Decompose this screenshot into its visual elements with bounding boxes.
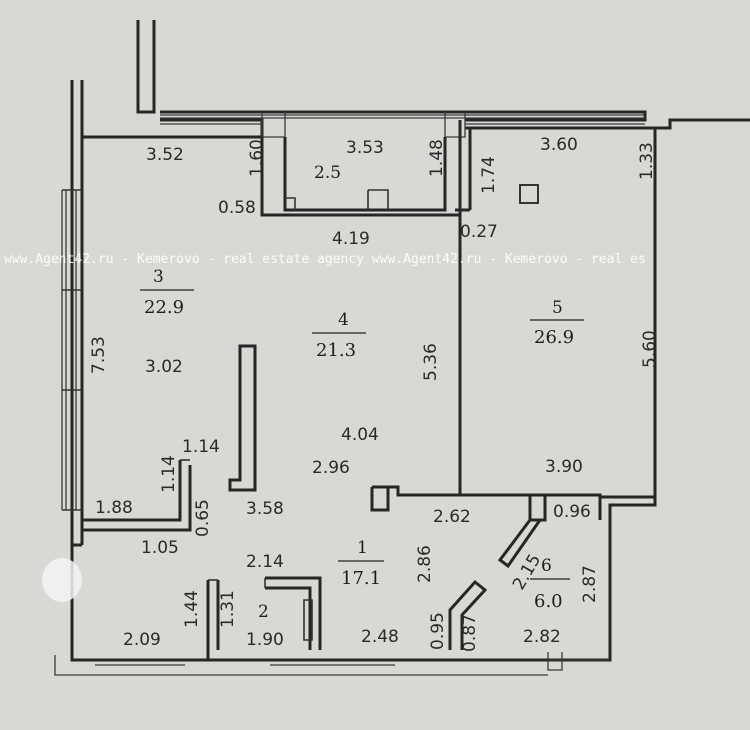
room-area: 6.0 (534, 591, 563, 612)
dimension: 1.33 (637, 142, 657, 180)
room-number: 5 (552, 298, 563, 318)
dimension: 0.27 (460, 222, 498, 242)
dimension: 1.74 (479, 156, 499, 194)
dimension: 3.60 (540, 135, 578, 155)
dimension: 1.14 (182, 437, 220, 457)
dimension: 1.88 (95, 498, 133, 518)
room-number: 2.5 (314, 163, 341, 183)
left-windows (61, 189, 82, 511)
dimension: 3.53 (346, 138, 384, 158)
dimension: 2.48 (361, 627, 399, 647)
top-window-strip (160, 112, 645, 138)
dimension: 4.19 (332, 229, 370, 249)
dimension: 2.62 (433, 507, 471, 527)
dimension: 1.48 (427, 139, 447, 177)
room-area: 21.3 (316, 340, 356, 361)
dimension: 0.87 (460, 614, 480, 652)
dimension: 0.96 (553, 502, 591, 522)
room-number: 2 (258, 602, 269, 622)
room-number: 1 (357, 538, 368, 558)
room-labels: 3 22.9 4 21.3 5 26.9 1 17.1 6 6.0 2 2.5 (140, 163, 584, 622)
dimension: 0.58 (218, 198, 256, 218)
dimension: 1.05 (141, 538, 179, 558)
dimension: 3.58 (246, 499, 284, 519)
dimension: 1.44 (182, 590, 202, 628)
ventilation-shaft (519, 184, 539, 204)
dimension: 0.95 (428, 612, 448, 650)
photo-glare (42, 558, 82, 602)
dimension: 2.09 (123, 630, 161, 650)
dimension: 2.96 (312, 458, 350, 478)
watermark-text: www.Agent42.ru - Kemerovo - real estate … (4, 252, 646, 267)
room-number: 4 (338, 310, 349, 330)
dimension: 3.90 (545, 457, 583, 477)
dimension: 5.36 (421, 343, 441, 381)
room-number: 3 (153, 267, 164, 287)
dimension: 7.53 (89, 336, 109, 374)
room-area: 17.1 (341, 568, 381, 589)
dimension: 1.60 (247, 139, 267, 177)
dimension: 0.65 (193, 499, 213, 537)
room-area: 26.9 (534, 327, 574, 348)
dimension: 2.87 (580, 565, 600, 603)
dimension: 2.82 (523, 627, 561, 647)
dimension: 4.04 (341, 425, 379, 445)
room-number: 6 (541, 556, 552, 576)
dimension: 1.31 (218, 590, 238, 628)
dimension: 3.52 (146, 145, 184, 165)
dimension: 1.14 (159, 455, 179, 493)
interior-walls (82, 120, 602, 660)
dimension: 2.86 (415, 545, 435, 583)
dimension: 2.14 (246, 552, 284, 572)
dimension: 5.60 (640, 330, 660, 368)
bottom-windows (54, 652, 610, 676)
balcony-room (283, 137, 447, 212)
dimension: 3.02 (145, 357, 183, 377)
room-area: 22.9 (144, 297, 184, 318)
dimension: 1.90 (246, 630, 284, 650)
